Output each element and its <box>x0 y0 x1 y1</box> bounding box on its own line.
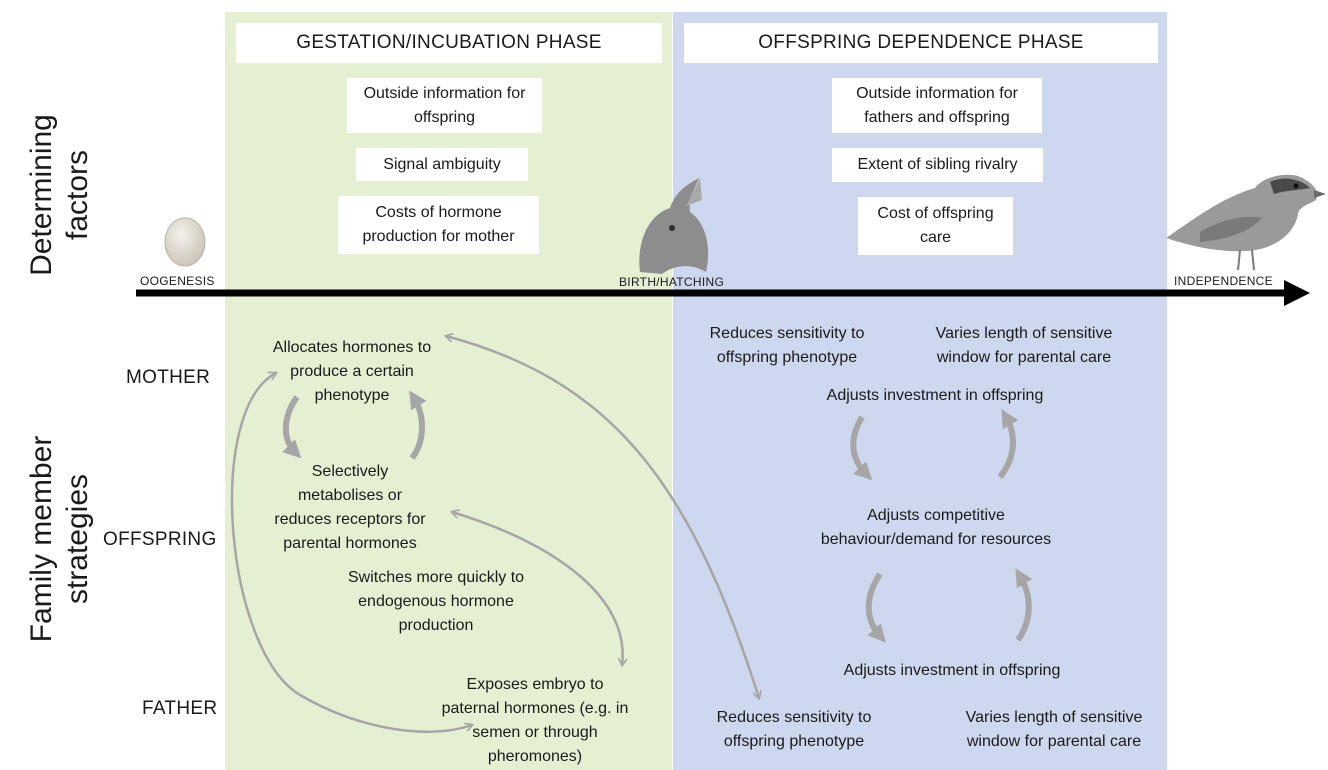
hatchling-chick-icon <box>639 178 709 274</box>
factor-cost-offspring-care: Cost of offspring care <box>858 197 1013 255</box>
arrow-mother-to-offspring-gestation <box>282 395 302 459</box>
offspring-adjusts-competition: Adjusts competitive behaviour/demand for… <box>820 507 1052 548</box>
arrow-offspring-father-gestation <box>452 512 623 665</box>
father-adjusts-investment: Adjusts investment in offspring <box>843 662 1061 679</box>
gestation-phase-title: GESTATION/INCUBATION PHASE <box>236 23 662 63</box>
arrow-offspring-to-mother-gestation <box>409 390 427 460</box>
father-varies-window: Varies length of sensitive window for pa… <box>965 709 1143 750</box>
factor-outside-information-fathers-offspring: Outside information for fathers and offs… <box>832 78 1042 133</box>
arrow-mother-to-offspring-dependence <box>850 415 873 481</box>
factor-cost-hormone-production: Costs of hormone production for mother <box>338 196 539 254</box>
role-mother: MOTHER <box>126 367 211 388</box>
arrow-father-to-offspring-dependence <box>1015 568 1033 642</box>
factor-signal-ambiguity: Signal ambiguity <box>356 148 528 181</box>
mother-varies-window: Varies length of sensitive window for pa… <box>935 325 1113 366</box>
arrow-mother-to-dependence-father <box>446 336 759 698</box>
dependence-phase-title: OFFSPRING DEPENDENCE PHASE <box>684 23 1158 63</box>
role-offspring: OFFSPRING <box>103 529 217 550</box>
role-father: FATHER <box>142 698 218 719</box>
independence-label: INDEPENDENCE <box>1174 274 1273 288</box>
birth-hatching-label: BIRTH/HATCHING <box>619 275 725 289</box>
arrow-mother-father-gestation <box>230 373 472 733</box>
father-reduces-sensitivity: Reduces sensitivity to offspring phenoty… <box>716 709 872 750</box>
timeline-arrowhead <box>1284 280 1310 306</box>
egg-icon <box>164 217 206 267</box>
oogenesis-label: OOGENESIS <box>140 274 215 288</box>
arrow-offspring-to-father-dependence <box>865 572 886 643</box>
factor-outside-information-offspring: Outside information for offspring <box>347 78 542 133</box>
factor-sibling-rivalry: Extent of sibling rivalry <box>832 148 1043 182</box>
mother-adjusts-investment: Adjusts investment in offspring <box>826 387 1044 404</box>
adult-sparrow-icon <box>1166 174 1326 271</box>
arrow-offspring-to-mother-dependence <box>997 409 1019 479</box>
